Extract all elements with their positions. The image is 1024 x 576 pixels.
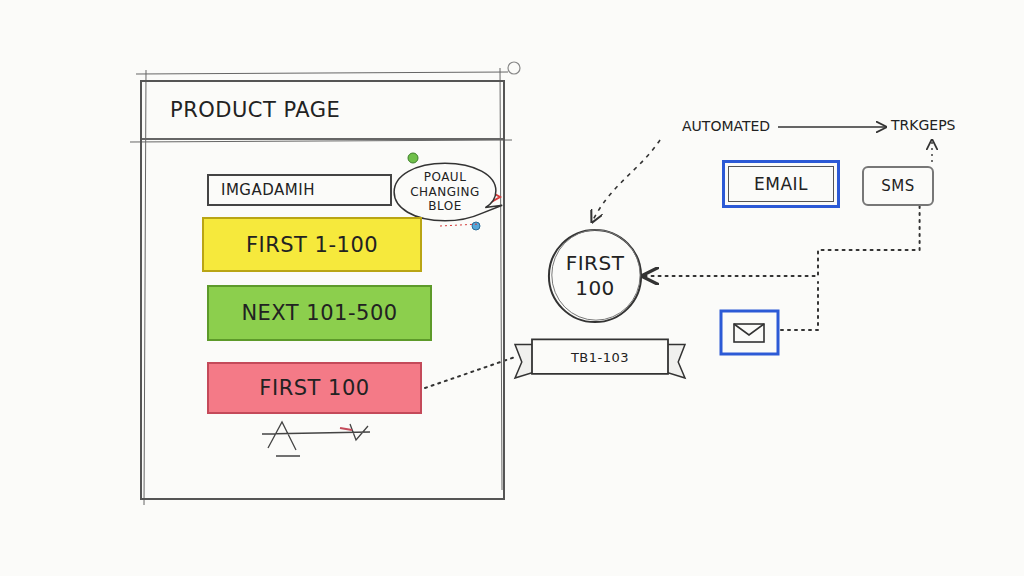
node-label: FIRST 100 [560,251,630,301]
badge-circle: FIRST 100 [547,228,643,324]
sketch-stroke [144,70,146,505]
sketch-circle [508,62,520,74]
page-header: PRODUCT PAGE [142,82,503,140]
node-label: IMGADAMIH [221,181,315,199]
tier-band: FIRST 1-100 [202,217,422,272]
page-title: PRODUCT PAGE [170,98,340,122]
trigger-arrow [592,140,660,222]
envelope-frame [721,311,778,354]
dotted-leader [781,282,818,330]
dotted-connector [425,357,515,388]
node-label: SMS [881,177,915,195]
envelope-flap [734,324,764,335]
tier-band: FIRST 100 [207,362,422,414]
bubble-line [394,163,502,221]
sketch-stroke [500,68,502,490]
ribbon-band [532,339,668,373]
sketch-figure [340,428,352,430]
ribbon-banner: TB1-103 [515,336,685,378]
envelope-icon [721,311,778,354]
speech-bubble: POAUL CHANGING BLOE [392,162,498,222]
channel-box: SMS [862,166,934,206]
node-label: FIRST 1-100 [246,233,378,257]
circle-line [552,230,640,320]
dotted-connector [643,206,920,276]
trigger-arrow [931,140,932,162]
channel-box: EMAIL [722,160,840,208]
blue-dot [472,222,480,230]
red-dash [440,224,480,226]
node-label: TB1-103 [571,350,629,365]
sketch-stroke [136,72,508,74]
tier-band: NEXT 101-500 [207,285,432,341]
circle-line [549,230,641,322]
sketch-stroke [130,140,512,142]
green-dot [408,153,418,163]
sketch-figure [262,422,370,456]
trigger-arrow [778,126,886,127]
page-frame: PRODUCT PAGE IMGADAMIH POAUL CHANGING BLOE… [140,80,505,500]
note-label: TRKGEPS [889,117,957,133]
note-label: AUTOMATED [680,118,772,134]
node-label: EMAIL [754,174,808,194]
image-box: IMGADAMIH [207,174,392,206]
node-label: NEXT 101-500 [241,301,397,325]
envelope-body [734,324,764,342]
node-label: POAUL CHANGING BLOE [406,170,484,213]
node-label: FIRST 100 [259,376,369,400]
